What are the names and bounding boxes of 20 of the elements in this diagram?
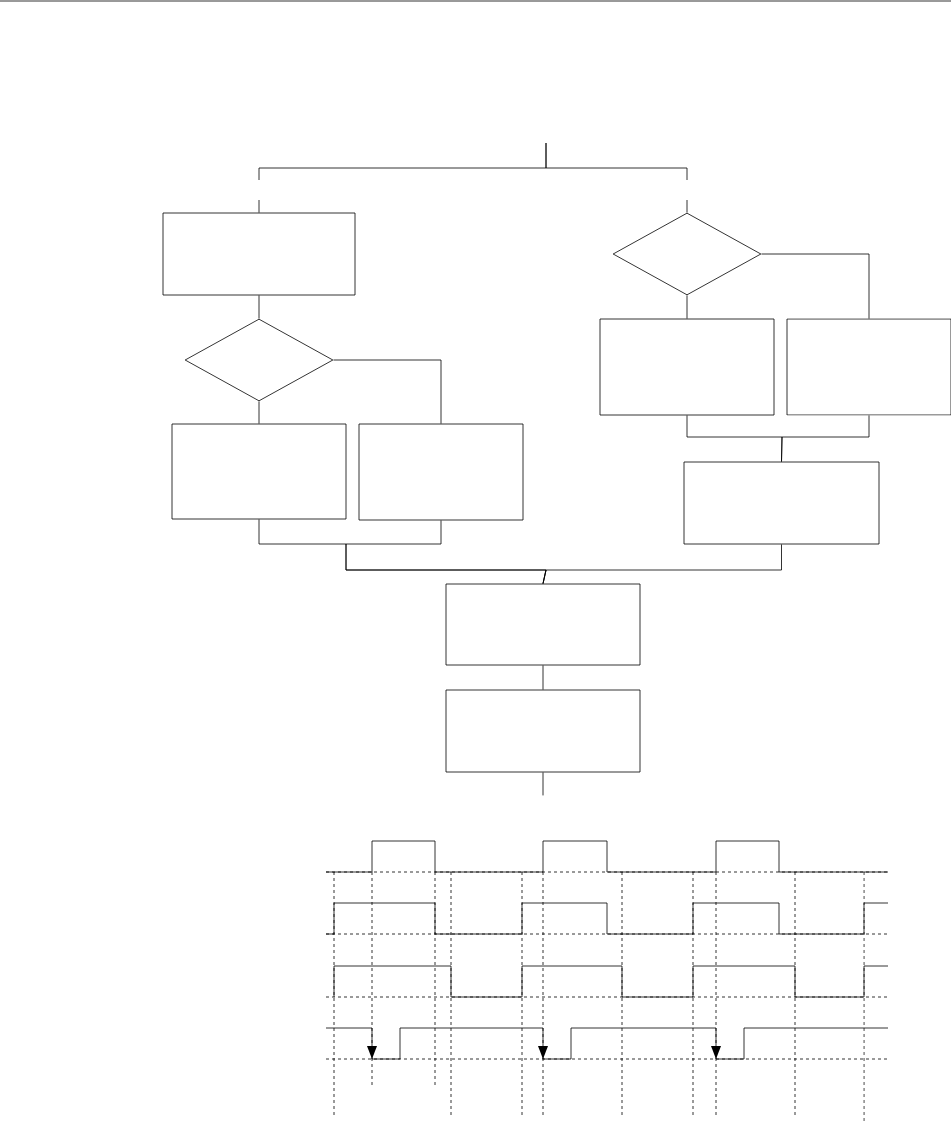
- process-box: [358, 423, 524, 521]
- connector-line: [542, 772, 544, 796]
- connector-line: [761, 253, 870, 319]
- connector-line: [542, 665, 544, 690]
- process-box: [786, 318, 951, 416]
- process-box: [445, 583, 641, 666]
- connector-line: [686, 295, 688, 319]
- process-box: [683, 461, 880, 545]
- connector-line: [781, 415, 870, 462]
- connector-line: [333, 359, 442, 424]
- connector-line: [258, 401, 260, 424]
- process-box: [599, 318, 775, 416]
- process-box: [445, 689, 641, 773]
- decision-diamond: [184, 318, 334, 402]
- connector-line: [542, 544, 782, 584]
- connector-line: [258, 295, 260, 319]
- decision-diamond: [612, 212, 762, 296]
- process-box: [162, 212, 356, 296]
- process-box: [171, 423, 347, 520]
- connector-line: [545, 142, 688, 213]
